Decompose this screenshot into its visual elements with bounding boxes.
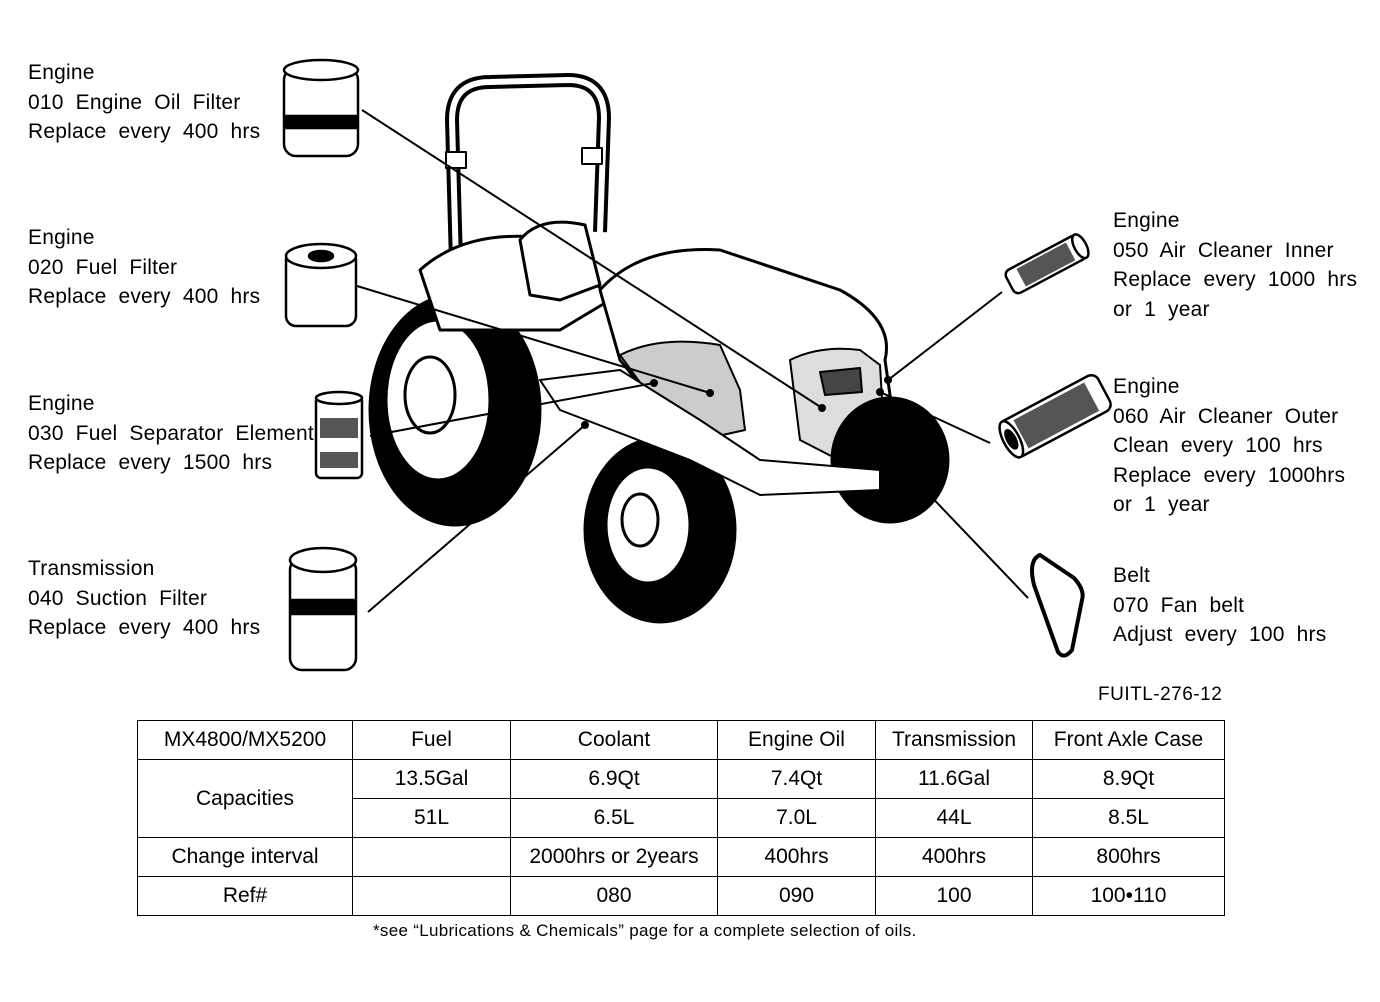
table-cell: 2000hrs or 2years [510, 837, 718, 877]
headlight [819, 367, 863, 396]
callout-part: 030 Fuel Separator Element [28, 421, 314, 445]
fuel-filter-icon [284, 242, 358, 328]
table-row: Ref# 080 090 100 100•110 [137, 876, 1225, 916]
callout-category: Engine [28, 226, 95, 249]
callout-suction-filter: Transmission 040 Suction Filter Replace … [28, 554, 260, 643]
callout-fuel-filter: Engine 020 Fuel Filter Replace every 400… [28, 223, 260, 312]
engine-oil-filter-icon [282, 58, 360, 158]
table-cell: 400hrs [717, 837, 876, 877]
part-icons [282, 58, 1112, 672]
callout-interval: Replace every 400 hrs [28, 616, 261, 639]
table-cell: 400hrs [875, 837, 1033, 877]
capacities-table: MX4800/MX5200 Fuel Coolant Engine Oil Tr… [137, 720, 1225, 916]
header-model: MX4800/MX5200 [137, 720, 353, 760]
tractor-illustration [368, 73, 950, 624]
header-front-axle-case: Front Axle Case [1032, 720, 1225, 760]
header-coolant: Coolant [510, 720, 718, 760]
capacities-label: Capacities [137, 759, 353, 838]
callout-interval: Replace every 400 hrs [28, 285, 261, 308]
table-cell: 6.5L [510, 798, 718, 838]
table-cell: 7.4Qt [717, 759, 876, 799]
callout-part: 050 Air Cleaner Inner [1113, 238, 1334, 262]
callout-interval: Replace every 400 hrs [28, 120, 261, 143]
leader-dots [581, 376, 892, 429]
table-cell: 100•110 [1032, 876, 1225, 916]
table-cell: 8.5L [1032, 798, 1225, 838]
side-panel [619, 340, 746, 441]
callout-category: Engine [28, 61, 95, 84]
callout-fuel-separator: Engine 030 Fuel Separator Element Replac… [28, 389, 314, 478]
callout-category: Transmission [28, 557, 155, 580]
ref-label: Ref# [137, 876, 353, 916]
table-row: Capacities 13.5Gal 6.9Qt 7.4Qt 11.6Gal 8… [137, 759, 1225, 838]
table-cell: 6.9Qt [510, 759, 718, 799]
callout-interval: Replace every 1500 hrs [28, 451, 273, 474]
chassis [539, 369, 881, 496]
seat [518, 220, 602, 302]
air-cleaner-inner-icon [1004, 233, 1090, 295]
table-cell: 090 [717, 876, 876, 916]
table-cell [352, 876, 511, 916]
callout-part: 040 Suction Filter [28, 586, 208, 610]
callout-part: 070 Fan belt [1113, 593, 1245, 617]
header-fuel: Fuel [352, 720, 511, 760]
callout-category: Engine [1113, 209, 1180, 232]
callout-part: 020 Fuel Filter [28, 255, 178, 279]
callout-fan-belt: Belt 070 Fan belt Adjust every 100 hrs [1113, 561, 1326, 650]
footnote: *see “Lubrications & Chemicals” page for… [373, 921, 917, 940]
table-cell: 51L [352, 798, 511, 838]
fan-belt-icon [1030, 552, 1085, 658]
callout-interval-alt: or 1 year [1113, 493, 1210, 516]
callout-interval: Adjust every 100 hrs [1113, 623, 1327, 646]
table-cell: 8.9Qt [1032, 759, 1225, 799]
table-cell: 11.6Gal [875, 759, 1033, 799]
table-header-row: MX4800/MX5200 Fuel Coolant Engine Oil Tr… [137, 720, 1225, 760]
callout-air-cleaner-outer: Engine 060 Air Cleaner Outer Clean every… [1113, 372, 1345, 520]
fuel-separator-icon [314, 390, 364, 480]
table-cell: 080 [510, 876, 718, 916]
table-cell: 7.0L [717, 798, 876, 838]
figure-code: FUITL-276-12 [1098, 684, 1223, 705]
suction-filter-icon [288, 546, 358, 672]
callout-interval-alt: or 1 year [1113, 297, 1210, 321]
table-cell: 100 [875, 876, 1033, 916]
callout-engine-oil-filter: Engine 010 Engine Oil Filter Replace eve… [28, 58, 260, 147]
callout-category: Engine [28, 392, 95, 415]
callout-clean-interval: Clean every 100 hrs [1113, 434, 1323, 457]
maintenance-diagram [282, 58, 1112, 672]
callout-air-cleaner-inner: Engine 050 Air Cleaner Inner Replace eve… [1113, 206, 1357, 324]
table-cell: 800hrs [1032, 837, 1225, 877]
header-transmission: Transmission [875, 720, 1033, 760]
table-cell [352, 837, 511, 877]
callout-category: Belt [1113, 564, 1150, 587]
callout-part: 060 Air Cleaner Outer [1113, 404, 1339, 428]
leader-lines [356, 109, 1029, 613]
air-cleaner-outer-icon [998, 373, 1112, 459]
change-interval-label: Change interval [137, 837, 353, 877]
table-cell: 13.5Gal [352, 759, 511, 799]
callout-part: 010 Engine Oil Filter [28, 90, 241, 114]
callout-interval: Replace every 1000hrs [1113, 463, 1346, 487]
table-cell: 44L [875, 798, 1033, 838]
callout-interval: Replace every 1000 hrs [1113, 268, 1358, 291]
header-engine-oil: Engine Oil [717, 720, 876, 760]
table-row: Change interval 2000hrs or 2years 400hrs… [137, 837, 1225, 877]
front-right-tire [830, 396, 950, 524]
callout-category: Engine [1113, 375, 1180, 398]
